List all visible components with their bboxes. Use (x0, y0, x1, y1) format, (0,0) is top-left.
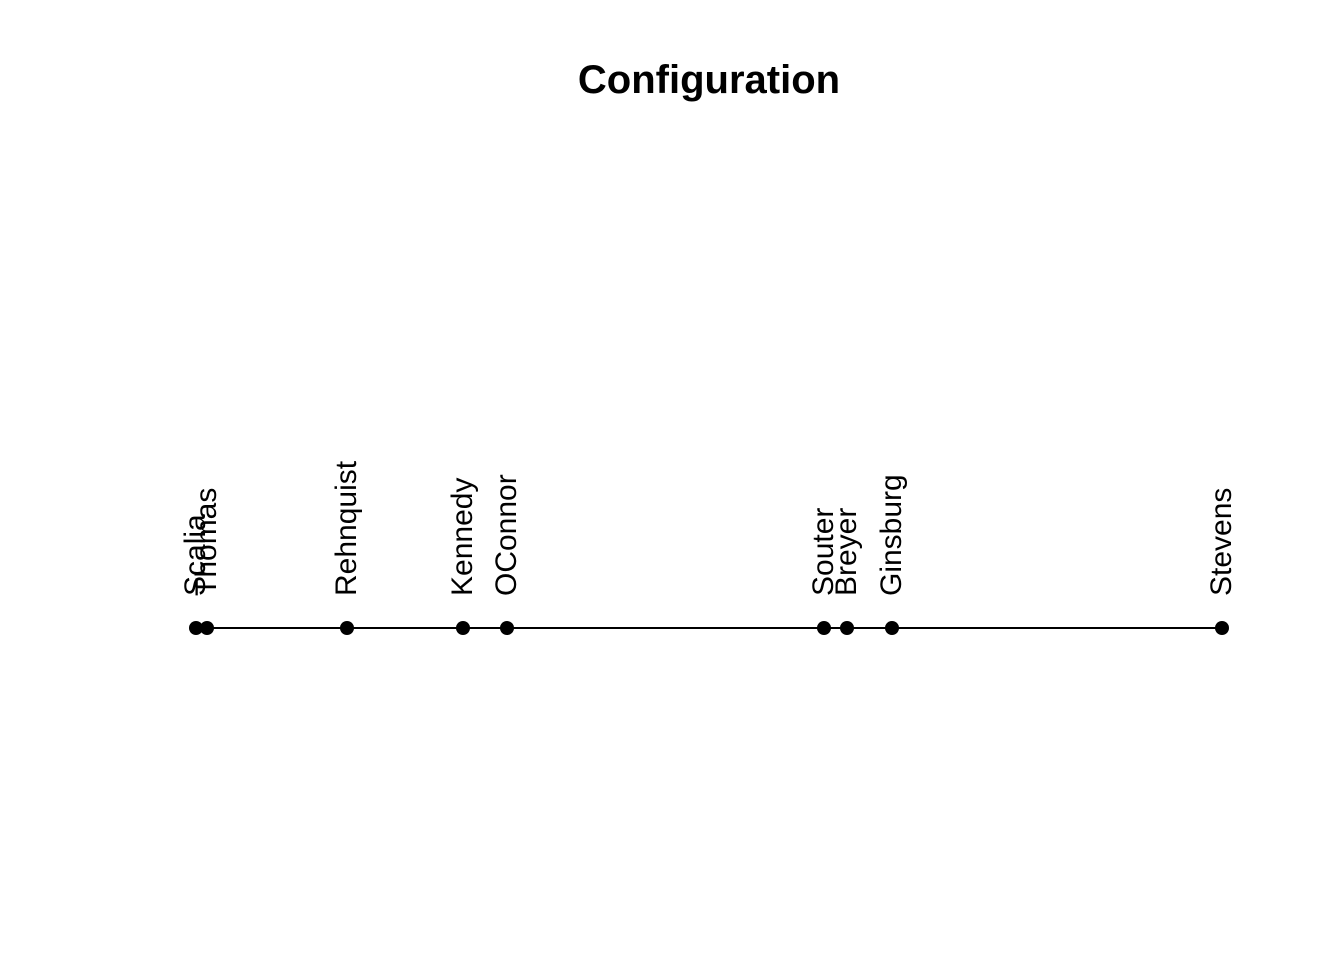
chart-title: Configuration (577, 58, 841, 102)
data-point-scalia (189, 621, 203, 635)
point-label-souter: Souter (807, 508, 840, 596)
point-label-breyer: Breyer (830, 508, 863, 596)
point-label-kennedy: Kennedy (446, 478, 479, 596)
data-point-souter (817, 621, 831, 635)
data-point-breyer (840, 621, 854, 635)
data-point-oconnor (500, 621, 514, 635)
point-label-scalia: Scalia (179, 514, 212, 596)
data-point-thomas (200, 621, 214, 635)
point-label-oconnor: OConnor (490, 474, 523, 596)
point-label-stevens: Stevens (1205, 488, 1238, 596)
data-point-ginsburg (885, 621, 899, 635)
data-point-stevens (1215, 621, 1229, 635)
point-label-thomas: Thomas (190, 488, 223, 596)
point-label-ginsburg: Ginsburg (875, 474, 908, 596)
point-label-rehnquist: Rehnquist (330, 460, 363, 596)
data-point-rehnquist (340, 621, 354, 635)
data-point-kennedy (456, 621, 470, 635)
